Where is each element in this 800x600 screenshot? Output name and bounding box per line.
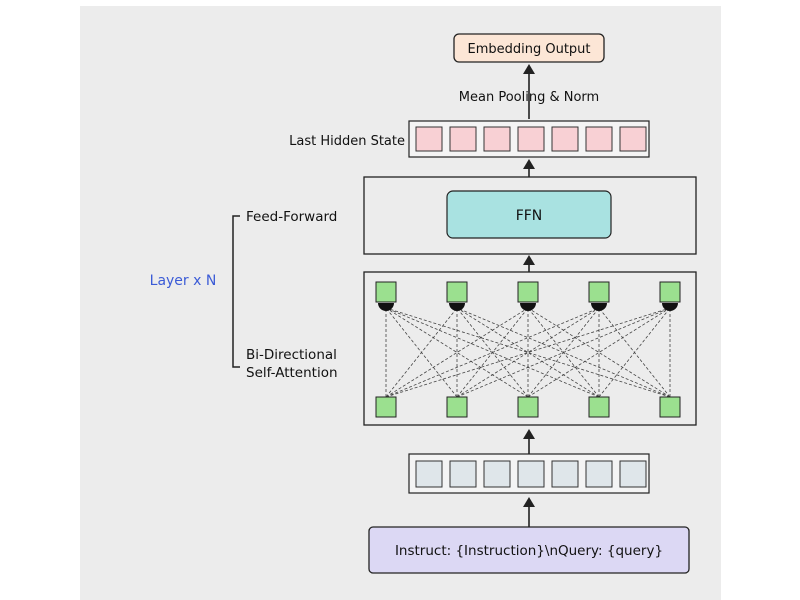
input-token: [415, 460, 443, 488]
instruction-input-label: Instruct: {Instruction}\nQuery: {query}: [395, 543, 663, 559]
ffn-label: FFN: [516, 208, 543, 224]
input-token: [551, 460, 579, 488]
embedding-output-box: [453, 33, 605, 63]
hidden-state-token: [415, 126, 443, 152]
input-token: [619, 460, 647, 488]
output-attention-node: [446, 281, 468, 303]
attention-head-icon: [591, 303, 607, 311]
input-token: [449, 460, 477, 488]
ffn-box: [446, 190, 612, 239]
attention-edge: [456, 307, 600, 398]
architecture-diagram: Embedding Output Mean Pooling & Norm Las…: [150, 33, 697, 574]
layer-bracket: [232, 215, 240, 368]
last-hidden-state-label: Last Hidden State: [289, 134, 405, 149]
hidden-token-row: [415, 126, 647, 152]
attention-edge: [456, 307, 671, 398]
hidden-state-token: [585, 126, 613, 152]
output-attention-node: [588, 281, 610, 303]
instruction-input-box: [368, 526, 690, 574]
output-attention-node: [375, 281, 397, 303]
self-attention-label: Self-Attention: [246, 365, 338, 381]
input-token: [483, 460, 511, 488]
layer-x-n-label: Layer x N: [150, 273, 217, 289]
input-attention-node: [659, 396, 681, 418]
output-attention-node: [517, 281, 539, 303]
attention-edge: [385, 307, 529, 398]
arrow-up-icon: [523, 429, 535, 439]
hidden-state-token: [619, 126, 647, 152]
attention-nodes: [375, 281, 681, 418]
hidden-state-token: [517, 126, 545, 152]
attention-edge: [456, 307, 600, 398]
embedding-output-label: Embedding Output: [467, 42, 590, 57]
attention-head-icon: [449, 303, 465, 311]
attention-edge: [527, 307, 671, 398]
attention-head-icon: [378, 303, 394, 311]
arrow-up-icon: [523, 64, 535, 74]
attention-edge: [385, 307, 600, 398]
input-attention-node: [446, 396, 468, 418]
attention-head-icon: [662, 303, 678, 311]
input-token: [517, 460, 545, 488]
input-attention-node: [375, 396, 397, 418]
feed-forward-label: Feed-Forward: [246, 209, 337, 225]
attention-edge: [385, 307, 529, 398]
arrow-up-icon: [523, 255, 535, 265]
attention-edge: [385, 307, 458, 398]
hidden-state-token: [449, 126, 477, 152]
input-attention-node: [517, 396, 539, 418]
attention-edge: [598, 307, 671, 398]
output-attention-node: [659, 281, 681, 303]
input-token: [585, 460, 613, 488]
attention-connections: [385, 307, 671, 398]
arrow-up-icon: [523, 497, 535, 507]
arrow-up-icon: [523, 159, 535, 169]
diagram-canvas: Embedding Output Mean Pooling & Norm Las…: [80, 6, 721, 600]
input-attention-node: [588, 396, 610, 418]
input-token-row: [415, 460, 647, 488]
attention-head-icon: [520, 303, 536, 311]
hidden-state-token: [483, 126, 511, 152]
attention-edge: [527, 307, 671, 398]
hidden-state-token: [551, 126, 579, 152]
bi-directional-label: Bi-Directional: [246, 347, 337, 363]
